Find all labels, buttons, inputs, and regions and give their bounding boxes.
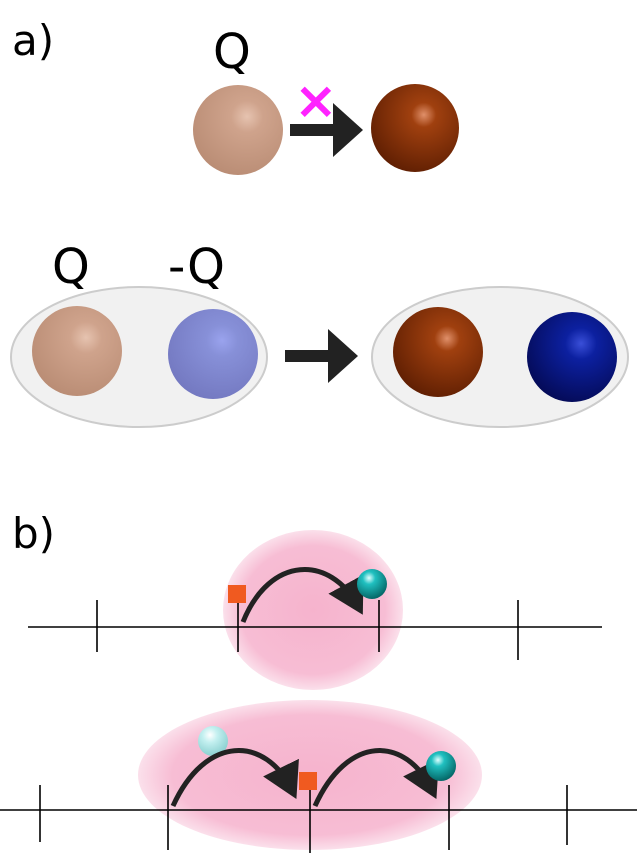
light-teal-sphere-icon (198, 726, 228, 756)
light-brown-sphere-icon (193, 85, 283, 175)
arrow-right-icon (285, 329, 358, 383)
square-icon (228, 585, 246, 603)
lattice-line-bottom (0, 785, 637, 853)
pink-cloud (223, 530, 403, 690)
light-blue-sphere-icon (168, 309, 258, 399)
teal-sphere-icon (357, 569, 387, 599)
lattice-line-top (28, 600, 602, 660)
dark-brown-sphere-icon (371, 84, 459, 172)
square-icon (299, 772, 317, 790)
charge-label-q-top: Q (213, 24, 251, 80)
charge-label-q: Q (52, 239, 90, 295)
charge-label-minus-q: -Q (168, 239, 225, 295)
panel-b-label: b) (12, 509, 55, 558)
panel-a-label: a) (12, 16, 54, 65)
curved-arrow-icon (170, 748, 299, 808)
cross-icon: × (294, 71, 338, 131)
dark-brown-sphere-icon (393, 307, 483, 397)
curved-arrow-icon (312, 748, 439, 808)
teal-sphere-icon (426, 751, 456, 781)
arrow-right-icon (290, 103, 363, 157)
dark-blue-sphere-icon (527, 312, 617, 402)
light-brown-sphere-icon (32, 306, 122, 396)
curved-arrow-icon (240, 567, 364, 623)
